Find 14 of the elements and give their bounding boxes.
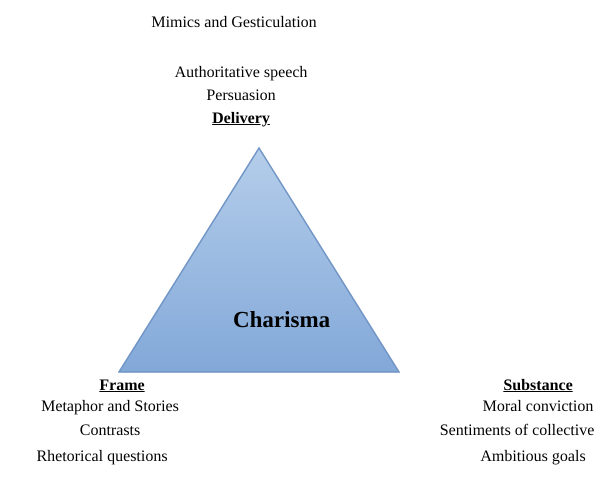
text-label: Sentiments of collective [440, 422, 594, 440]
text-label: Persuasion [206, 87, 276, 105]
text-label: Contrasts [80, 422, 140, 440]
text-label: Authoritative speech [174, 64, 308, 82]
text-label: Ambitious goals [480, 448, 586, 466]
text-label: Metaphor and Stories [41, 398, 179, 416]
text-label: Moral conviction [482, 398, 594, 416]
heading-label: Substance [503, 377, 573, 395]
heading-label: Delivery [212, 110, 270, 128]
text-label: Rhetorical questions [36, 448, 168, 466]
heading-label: Frame [99, 377, 145, 395]
center-label: Charisma [233, 307, 330, 333]
text-label: Mimics and Gesticulation [151, 14, 317, 32]
triangle-shape [118, 147, 400, 373]
